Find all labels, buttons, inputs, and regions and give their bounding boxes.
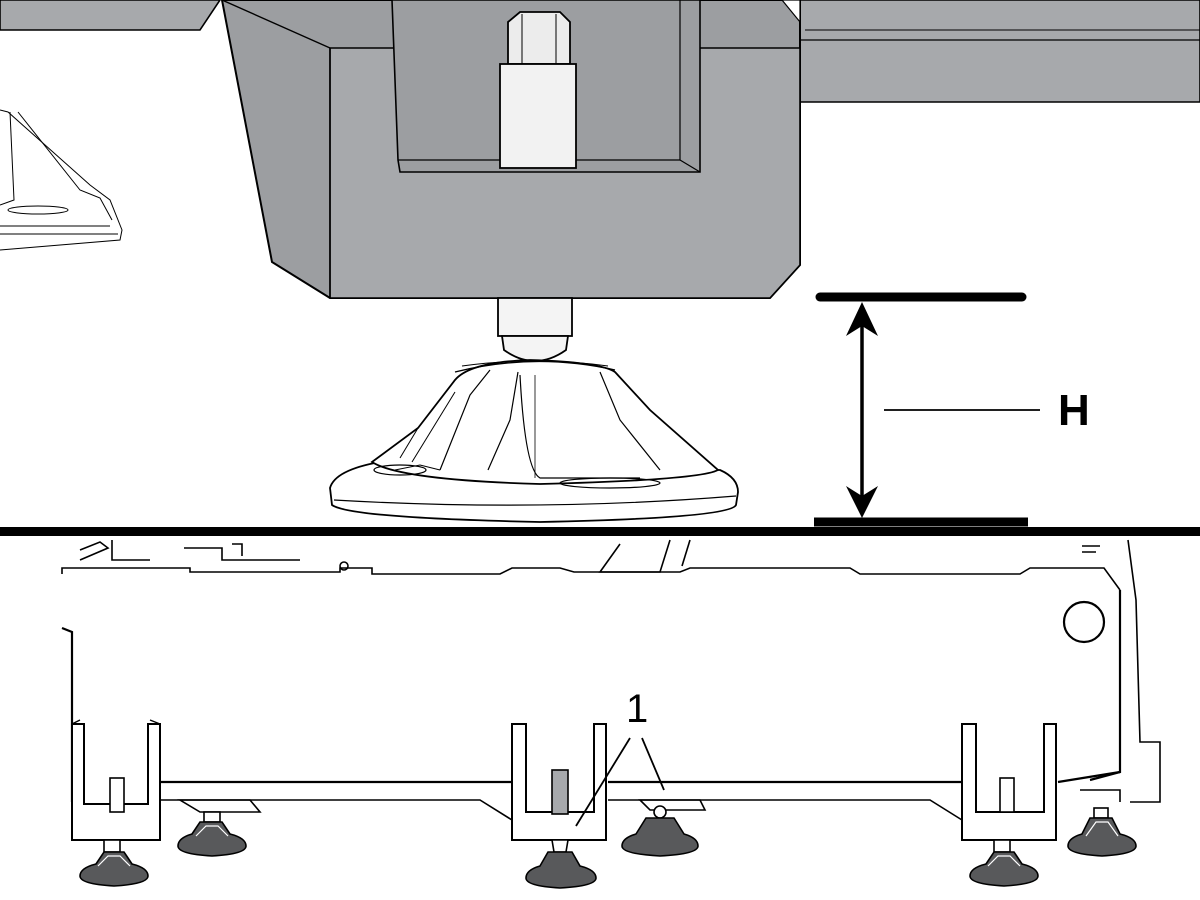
callout-1: 1 (575, 687, 665, 827)
small-foot-5 (969, 839, 1039, 887)
ghost-foot-outline (0, 109, 123, 251)
screw-shaft (499, 63, 577, 169)
callout-label: 1 (626, 687, 648, 731)
screw-hex-head (507, 11, 571, 65)
foot-body (370, 359, 720, 485)
leveling-foot-large (329, 297, 739, 523)
callout-leader-b (641, 737, 665, 791)
small-foot-3 (525, 839, 597, 889)
small-foot-1 (79, 839, 149, 887)
height-label: H (1058, 386, 1090, 435)
dimension-arrow-up (846, 302, 878, 336)
foot-stem (497, 297, 573, 337)
dimension-h: H (814, 292, 1090, 527)
machine-right-slab (779, 0, 1200, 103)
highlighted-screw (551, 769, 569, 815)
frame-port (1062, 600, 1106, 644)
small-foot-6 (1067, 807, 1137, 857)
machine-body-detail (0, 0, 1200, 299)
floor-line (0, 527, 1200, 536)
dimension-arrow-down (846, 486, 878, 518)
bracket-screws (109, 769, 1015, 815)
bracket-left (71, 719, 161, 841)
small-foot-2 (177, 811, 247, 857)
bracket-center (511, 723, 607, 841)
callout-leader-a (575, 737, 631, 827)
small-foot-4 (621, 805, 699, 857)
small-feet (79, 805, 1137, 889)
machine-left-slab (0, 0, 221, 31)
machine-frame-overview (61, 539, 1161, 821)
